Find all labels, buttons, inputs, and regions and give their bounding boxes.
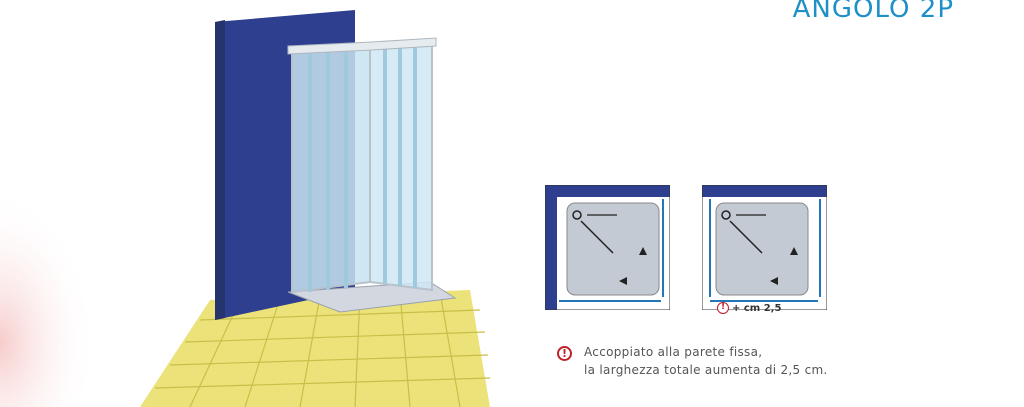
floor-tiles [140,290,491,407]
page-title: ANGOLO 2P [792,0,954,24]
note-line-1: Accoppiato alla parete fissa, [584,345,763,359]
note-text: Accoppiato alla parete fissa, la larghez… [584,343,828,379]
shower-enclosure-illustration [0,10,491,407]
width-increase-badge: ! + cm 2,5 [717,302,781,314]
note-line-2: la larghezza totale aumenta di 2,5 cm. [584,363,828,377]
exclamation-icon: ! [557,346,572,361]
plan-diagram-fixed-wall [702,185,827,310]
badge-text: + cm 2,5 [732,302,782,314]
plan-diagram-standard [545,185,670,310]
exclamation-icon: ! [717,302,729,314]
glass-panels [287,37,437,294]
